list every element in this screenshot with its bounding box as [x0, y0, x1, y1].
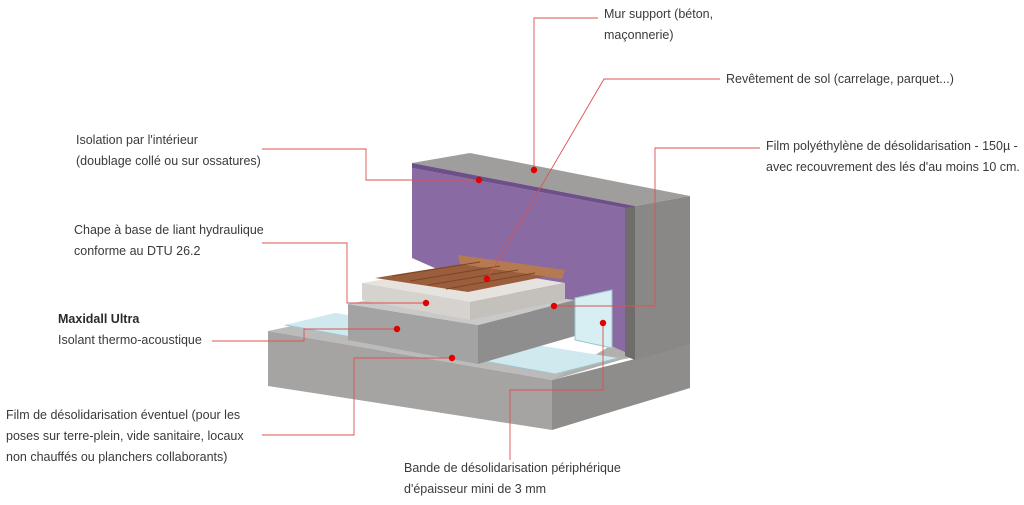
label-text: d'épaisseur mini de 3 mm — [404, 482, 547, 496]
wood-top — [375, 264, 548, 292]
dot-film-eventuel — [448, 354, 456, 362]
label-text: Isolant thermo-acoustique — [58, 333, 202, 347]
callout-dots — [393, 166, 607, 362]
wall-inner-edge — [625, 206, 635, 360]
wood-plank-3 — [427, 269, 519, 286]
dot-mur-support — [530, 166, 538, 174]
wood-plank-1 — [391, 261, 481, 277]
label-mur-support: Mur support (béton, maçonnerie) — [604, 4, 713, 46]
label-film-eventuel: Film de désolidarisation éventuel (pour … — [6, 405, 244, 468]
acoustic-right — [478, 300, 575, 364]
label-text: poses sur terre-plein, vide sanitaire, l… — [6, 429, 244, 443]
label-text: Mur support (béton, — [604, 7, 714, 21]
label-text: avec recouvrement des lés d'au moins 10 … — [766, 160, 1020, 174]
label-isolation-interieur: Isolation par l'intérieur (doublage coll… — [76, 130, 261, 172]
label-text: non chauffés ou planchers collaborants) — [6, 450, 228, 464]
wall-top — [412, 153, 690, 206]
leader-film-eventuel — [262, 357, 452, 436]
leader-chape — [262, 242, 426, 304]
label-text: Film de désolidarisation éventuel (pour … — [6, 408, 241, 422]
dot-chape — [422, 299, 430, 307]
leader-isolation-interieur — [262, 148, 479, 181]
label-text: Isolation par l'intérieur — [76, 133, 198, 147]
label-text: Chape à base de liant hydraulique — [74, 223, 264, 237]
dot-film-polyethylene — [550, 302, 558, 310]
acoustic-front — [348, 304, 478, 364]
screed-front — [362, 283, 470, 320]
label-maxidall: Maxidall Ultra Isolant thermo-acoustique — [58, 309, 202, 351]
dot-bande — [599, 319, 607, 327]
slab-front — [268, 331, 552, 430]
wall-insulation-top — [412, 163, 635, 208]
label-text: Revêtement de sol (carrelage, parquet...… — [726, 72, 954, 86]
leader-lines — [212, 17, 760, 460]
leader-maxidall — [212, 328, 397, 342]
label-revetement: Revêtement de sol (carrelage, parquet...… — [726, 69, 954, 90]
label-chape: Chape à base de liant hydraulique confor… — [74, 220, 264, 262]
dot-revetement — [483, 275, 491, 283]
label-text: conforme au DTU 26.2 — [74, 244, 201, 258]
slab-right — [552, 345, 690, 430]
wood-plank-2 — [409, 265, 501, 282]
label-title: Maxidall Ultra — [58, 312, 140, 326]
label-text: maçonnerie) — [604, 28, 674, 42]
label-text: Bande de désolidarisation périphérique — [404, 461, 621, 475]
wood-plank-4 — [445, 272, 536, 290]
label-film-polyethylene: Film polyéthylène de désolidarisation - … — [766, 136, 1020, 178]
screed-right — [470, 283, 565, 320]
wall-face — [635, 196, 690, 360]
label-text: Film polyéthylène de désolidarisation - … — [766, 139, 1018, 153]
leader-film-polyethylene — [554, 147, 760, 307]
dot-maxidall — [393, 325, 401, 333]
leader-mur-support — [533, 17, 598, 170]
label-text: (doublage collé ou sur ossatures) — [76, 154, 261, 168]
dot-isolation — [475, 176, 483, 184]
leader-revetement — [486, 78, 720, 280]
wood-edge — [458, 255, 565, 279]
label-bande: Bande de désolidarisation périphérique d… — [404, 458, 621, 500]
leader-bande — [509, 323, 604, 460]
peripheral-strip — [574, 289, 613, 349]
